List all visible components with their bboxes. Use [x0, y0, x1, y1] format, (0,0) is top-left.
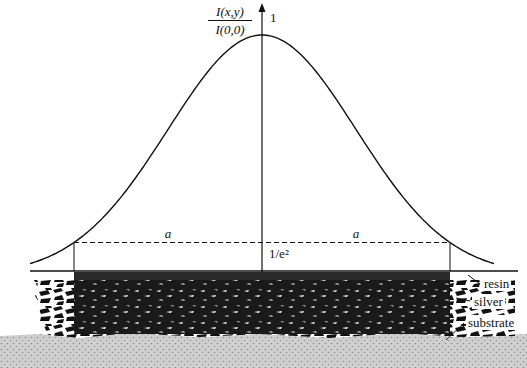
silver-layer: [34, 280, 515, 338]
leader-line: [468, 275, 480, 284]
peak-value: 1: [270, 10, 277, 25]
width-marker: [74, 243, 75, 271]
layer-label: substrate: [466, 315, 516, 330]
axis-denominator: I(0,0): [215, 22, 244, 37]
fraction-bar: [208, 20, 252, 21]
half-width-label: a: [163, 226, 174, 241]
half-width-label: a: [351, 226, 362, 241]
width-marker: [450, 243, 451, 271]
axis-numerator: I(x,y): [216, 4, 244, 19]
leader-line: [446, 323, 464, 340]
axis-arrowhead: [259, 3, 266, 12]
gaussian-curve: [30, 35, 494, 264]
exposed-silver: [74, 279, 450, 334]
resin-layer: [34, 271, 515, 280]
resin-surface: [30, 270, 518, 272]
level-label: 1/e²: [267, 246, 291, 261]
intensity-axis: [261, 10, 262, 272]
layer-label: silver: [472, 294, 505, 309]
level-line: [74, 242, 450, 243]
leader-line: [456, 298, 470, 301]
exposed-resin: [74, 272, 450, 280]
layer-label: resin: [482, 276, 511, 291]
